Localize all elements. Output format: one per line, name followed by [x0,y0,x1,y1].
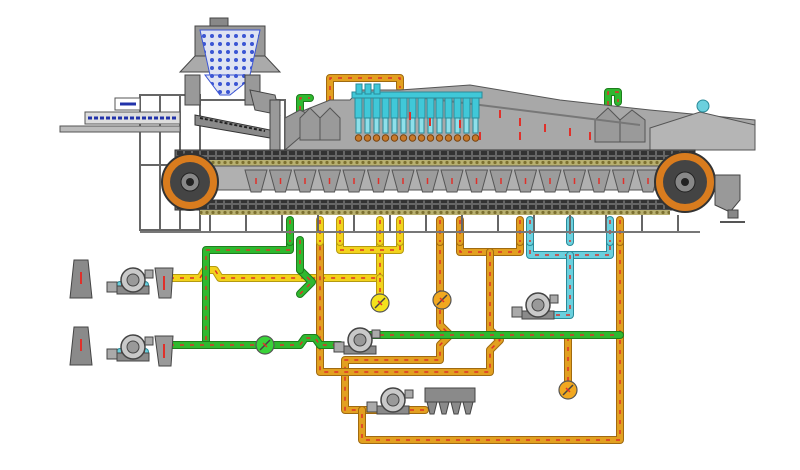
burner-icon [408,97,417,142]
valve-icon [558,380,578,400]
burner-icon [453,97,462,142]
burner-stub [364,83,372,95]
burner-icon [372,97,381,142]
duct-orange-loop [316,238,504,376]
burner-icon [354,97,363,142]
burner-header [351,91,483,99]
duct-hood-green-right [604,88,622,119]
duct-yellow-upper [166,236,384,282]
duct-orange-bottom [358,236,624,444]
burner-stub [373,83,381,95]
duct-green-crossover [296,266,316,298]
burner-stub [355,83,363,95]
feed-hopper [178,17,282,116]
burner-icon [471,97,480,142]
valve-icon [432,290,452,310]
feed-conveyor [59,97,181,133]
fan-icon [106,267,154,295]
burner-icon [381,97,390,142]
windbox-row [244,169,660,193]
duct-green-lower [166,334,344,349]
burner-icon [399,97,408,142]
fan-icon [511,292,559,320]
head-sprocket [161,153,219,211]
process-equipment [69,259,578,415]
fan-icon [366,387,414,415]
dust-collector-icon [424,387,476,415]
stack-icon [69,326,93,366]
duct-green-left [202,236,294,349]
burner-icon [435,97,444,142]
burner-icon [462,97,471,142]
burner-icon [444,97,453,142]
traveling-grate-machine [59,17,756,233]
machine-legs [140,215,700,233]
valve-icon [370,293,390,313]
burner-bank [351,83,483,142]
silencer-icon [154,335,174,367]
fan-icon [106,334,154,362]
tail-sprocket [654,151,716,213]
duct-yellow-manifold [336,236,404,254]
valve-icon [255,335,275,355]
hood-vents [409,110,591,140]
burner-icon [390,97,399,142]
burner-icon [363,97,372,142]
duct-orange-mid [341,236,454,414]
stack-icon [69,259,93,299]
duct-cyan-drop [544,251,574,319]
silencer-icon [154,267,174,299]
duct-hood-orange [326,74,404,124]
fan-icon [333,327,381,355]
burner-icon [417,97,426,142]
discharge-chute [714,174,745,223]
